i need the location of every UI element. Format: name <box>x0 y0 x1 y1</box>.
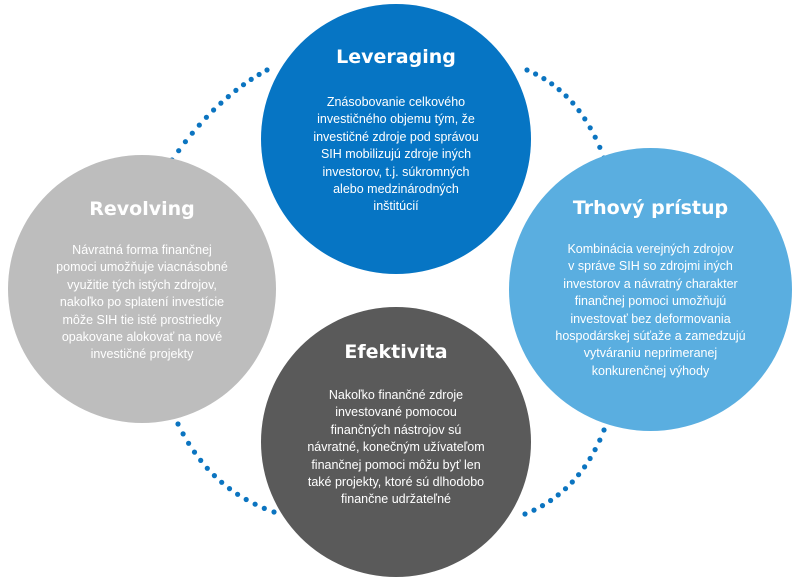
leveraging-text: Znásobovanie celkového investičného obje… <box>301 94 491 216</box>
connector-dot <box>597 437 603 443</box>
connector-dot <box>592 447 598 453</box>
text-line: investorov a návratný charakter <box>563 276 738 291</box>
efektivita-text: Nakoľko finančné zdroje investované pomo… <box>296 387 496 509</box>
connector-dot <box>576 108 582 114</box>
connector-dot <box>191 449 198 455</box>
connector-dot <box>555 492 561 498</box>
text-line: investičné zdroje pod správou <box>313 129 479 144</box>
connector-dot <box>576 472 582 478</box>
connector-dot <box>186 440 192 446</box>
connector-dot <box>549 81 555 87</box>
text-line: Kombinácia verejných zdrojov <box>567 242 734 256</box>
text-line: pomoci umožňuje viacnásobné <box>56 260 228 275</box>
text-line: alebo medzinárodných <box>333 182 459 197</box>
text-line: opakovane alokovať na nové <box>61 330 223 345</box>
text-line: inštitúcií <box>373 199 419 214</box>
dots-top-right <box>524 67 607 161</box>
connector-dot <box>211 107 217 113</box>
connector-dot <box>261 505 267 511</box>
connector-dot <box>556 87 562 93</box>
text-line: investičné projekty <box>90 347 194 362</box>
text-line: investorov, t.j. súkromných <box>322 164 470 179</box>
connector-dot <box>252 501 258 507</box>
connector-dot <box>182 139 188 145</box>
connector-dot <box>533 71 539 77</box>
revolving-circle: Revolving Návratná forma finančnej pomoc… <box>8 155 276 423</box>
connector-dot <box>563 93 569 99</box>
text-line: investičného objemu tým, že <box>317 112 475 127</box>
text-line: finančných nástrojov sú <box>330 422 462 437</box>
connector-dot <box>271 509 277 515</box>
connector-dot <box>189 130 195 136</box>
text-line: finančne udržateľné <box>341 492 451 507</box>
text-line: môže SIH tie isté prostriedky <box>62 312 222 327</box>
connector-dot <box>175 421 181 427</box>
text-line: investovať bez deformovania <box>570 311 731 326</box>
trhovy-pristup-title: Trhový prístup <box>572 197 729 219</box>
text-line: nakoľko po splatení investície <box>59 295 225 310</box>
connector-dot <box>233 87 239 93</box>
connector-dot <box>541 76 547 82</box>
dots-top-left <box>169 67 270 163</box>
connector-dot <box>582 464 588 470</box>
connector-dot <box>256 71 262 78</box>
connector-dot <box>592 134 598 140</box>
connector-dot <box>203 114 209 120</box>
connector-dot <box>539 503 546 509</box>
efektivita-title: Efektivita <box>344 341 448 363</box>
dots-bottom-right <box>522 427 607 517</box>
text-line: v správe SIH so zdrojmi iných <box>568 259 733 274</box>
connector-dot <box>196 122 202 128</box>
connector-dot <box>211 473 217 479</box>
text-line: návratné, konečným užívateľom <box>307 440 485 455</box>
text-line: konkurenčnej výhody <box>591 363 710 378</box>
efektivita-circle: Efektivita Nakoľko finančné zdroje inves… <box>261 307 531 577</box>
connector-dot <box>562 486 569 492</box>
connector-dot <box>198 457 204 463</box>
text-line: finančnej pomoci môžu byť len <box>311 457 481 472</box>
connector-dot <box>597 144 603 150</box>
text-line: Znásobovanie celkového <box>326 95 466 109</box>
connector-dot <box>587 125 593 131</box>
trhovy-pristup-text: Kombinácia verejných zdrojov v správe SI… <box>543 241 758 380</box>
text-line: využitie tých istých zdrojov, <box>67 277 217 292</box>
connector-dot <box>531 507 537 513</box>
connector-dot <box>582 116 588 122</box>
text-line: hospodárskej súťaže a zamedzujú <box>555 329 746 344</box>
leveraging-title: Leveraging <box>336 46 456 68</box>
text-line: investované pomocou <box>335 405 457 420</box>
text-line: SIH mobilizujú zdroje iných <box>320 147 472 162</box>
connector-dot <box>601 427 607 433</box>
connector-dot <box>176 148 182 154</box>
connector-dot <box>219 479 225 485</box>
trhovy-pristup-circle: Trhový prístup Kombinácia verejných zdro… <box>509 148 792 431</box>
text-line: finančnej pomoci umožňujú <box>574 294 727 309</box>
text-line: Návratná forma finančnej <box>72 243 212 257</box>
connector-dot <box>569 479 575 485</box>
text-line: také projekty, ktoré sú dlhodobo <box>307 475 485 490</box>
connector-dot <box>587 455 593 462</box>
connector-dot <box>243 496 249 503</box>
connector-dot <box>548 497 554 504</box>
connector-dot <box>180 431 186 437</box>
connector-dot <box>204 465 210 471</box>
connector-dot <box>522 511 528 517</box>
connector-dot <box>524 67 530 73</box>
dots-bottom-left <box>175 421 277 515</box>
revolving-title: Revolving <box>89 198 195 220</box>
text-line: vytváraniu neprimeranej <box>583 346 718 361</box>
connector-dot <box>248 76 254 82</box>
connector-dot <box>218 100 224 106</box>
connector-dot <box>225 94 231 100</box>
leveraging-circle: Leveraging Znásobovanie celkového invest… <box>261 4 531 274</box>
connector-dot <box>570 100 576 106</box>
connector-dot <box>226 486 233 492</box>
connector-dot <box>264 67 270 73</box>
connector-dot <box>240 82 247 88</box>
text-line: Nakoľko finančné zdroje <box>328 388 464 402</box>
revolving-text: Návratná forma finančnej pomoci umožňuje… <box>42 242 242 364</box>
connector-dot <box>235 491 241 497</box>
